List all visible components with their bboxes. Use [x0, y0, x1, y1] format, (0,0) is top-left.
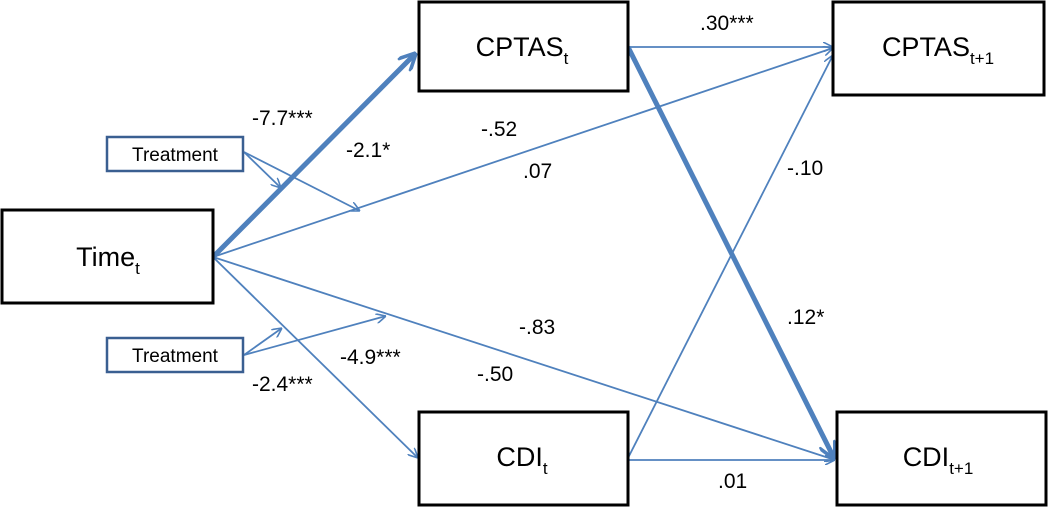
- path-time-to-cdi-t1: [212, 256, 835, 460]
- path-time-to-cptas-t: [211, 54, 415, 259]
- node-treatment-bottom: Treatment: [105, 336, 245, 374]
- coef-treatment-to-cdi-t1: -.50: [477, 363, 513, 386]
- node-time-t: Timet: [0, 208, 215, 305]
- coef-time-to-cptas-t1: -.52: [481, 118, 517, 141]
- svg-text:Treatment: Treatment: [132, 346, 219, 367]
- coef-treatment-to-cdi: -4.9***: [340, 346, 401, 369]
- node-cdi-t1: CDIt+1: [835, 410, 1048, 507]
- path-time-to-cptas-t1: [212, 48, 833, 258]
- coef-cdi-to-cptas-t1: -.10: [787, 157, 823, 180]
- node-cptas-t: CPTASt: [417, 0, 630, 93]
- coef-cptas-to-cdi-t1: .12*: [787, 306, 824, 329]
- path-cptas-t-to-cdi-t1: [625, 45, 834, 458]
- svg-text:Treatment: Treatment: [132, 145, 219, 166]
- svg-text:CPTASt+1: CPTASt+1: [882, 32, 994, 68]
- coef-time-to-cptas: -7.7***: [252, 107, 313, 130]
- node-cdi-t: CDIt: [417, 410, 630, 507]
- svg-text:Timet: Timet: [76, 242, 140, 278]
- path-treatment-top-to-cptas-t1: [243, 151, 360, 211]
- svg-text:CDIt+1: CDIt+1: [903, 442, 974, 478]
- coef-treatment-to-cptas-t1: .07: [523, 160, 552, 183]
- coef-cptas-to-cptas-t1: .30***: [700, 12, 754, 35]
- path-treatment-top-to-cptas: [243, 151, 281, 188]
- node-treatment-top: Treatment: [105, 135, 245, 173]
- path-cdi-t-to-cptas-t1: [627, 55, 833, 459]
- path-time-to-cdi-t: [212, 256, 418, 458]
- svg-text:CPTASt: CPTASt: [476, 32, 569, 68]
- coef-time-to-cdi-t1: -.83: [519, 316, 555, 339]
- svg-text:CDIt: CDIt: [496, 442, 548, 478]
- path-treatment-bottom-to-cdi: [243, 328, 282, 356]
- coef-time-to-cdi: -2.4***: [252, 373, 313, 396]
- coef-treatment-to-cptas: -2.1*: [346, 139, 390, 162]
- coef-cdi-to-cdi-t1: .01: [718, 470, 747, 493]
- node-cptas-t1: CPTASt+1: [831, 0, 1046, 97]
- path-treatment-bottom-to-cdi-t1: [243, 316, 386, 356]
